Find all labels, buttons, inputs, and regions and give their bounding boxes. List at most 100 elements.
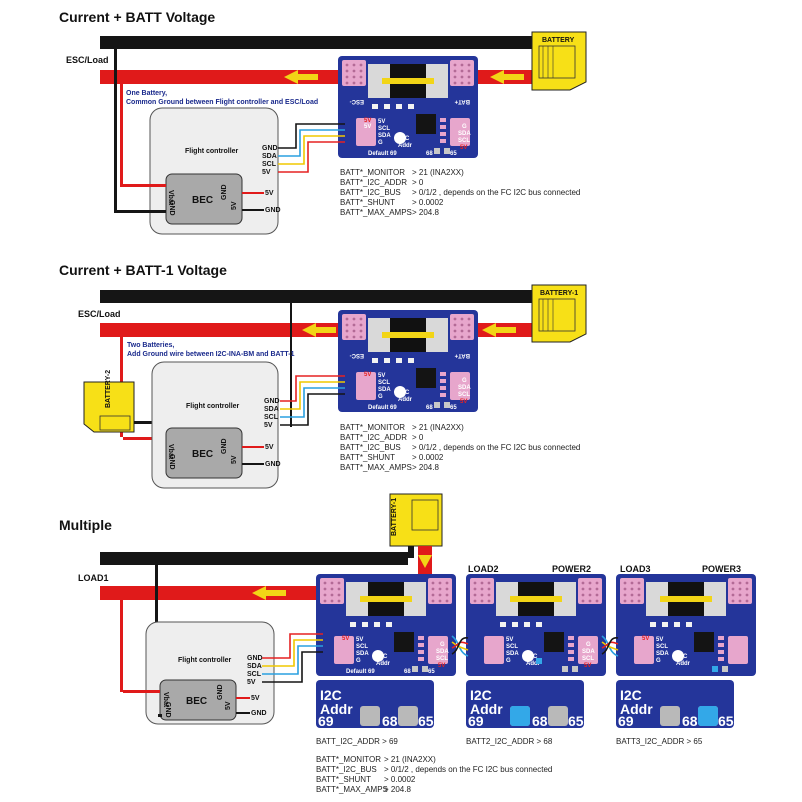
- svg-text:5V: 5V: [656, 637, 663, 643]
- svg-text:Addr: Addr: [398, 397, 413, 403]
- s3-power3-label: POWER3: [702, 564, 741, 574]
- svg-text:BATT*_I2C_ADDR: BATT*_I2C_ADDR: [340, 433, 407, 442]
- s3-fc-label: Flight controller: [178, 657, 232, 664]
- svg-text:BATT*_I2C_ADDR: BATT*_I2C_ADDR: [340, 178, 407, 187]
- svg-text:SCL: SCL: [356, 644, 368, 650]
- svg-text:SCL: SCL: [378, 126, 390, 132]
- svg-text:Addr: Addr: [398, 143, 413, 149]
- svg-text:> 204.8: > 204.8: [412, 208, 439, 217]
- svg-text:5V: 5V: [356, 637, 363, 643]
- svg-text:BATT*_MONITOR: BATT*_MONITOR: [340, 423, 405, 432]
- svg-text:> 21 (INA2XX): > 21 (INA2XX): [384, 755, 436, 764]
- s2-fc-label: Flight controller: [186, 403, 240, 410]
- s1-battery-label: BATTERY: [542, 37, 575, 44]
- s3-load2-label: LOAD2: [468, 564, 499, 574]
- svg-text:Addr: Addr: [676, 661, 691, 667]
- svg-text:G: G: [656, 658, 661, 664]
- svg-text:> 0/1/2 , depends on the FC I2: > 0/1/2 , depends on the FC I2C bus conn…: [384, 765, 552, 774]
- svg-text:Vbat: Vbat: [167, 444, 174, 460]
- s3-pcb-1: 5V 5V SCL SDA G I2C Addr Default 69 68 6…: [316, 574, 456, 676]
- svg-text:5V: 5V: [251, 695, 260, 702]
- s1-fc-pin-5v: 5V: [262, 169, 271, 176]
- svg-text:SCL: SCL: [378, 380, 390, 386]
- svg-text:> 0/1/2 , depends on the FC I2: > 0/1/2 , depends on the FC I2C bus conn…: [412, 443, 580, 452]
- svg-text:SDA: SDA: [458, 385, 471, 391]
- svg-text:> 21 (INA2XX): > 21 (INA2XX): [412, 423, 464, 432]
- s3-addr2: BATT2_I2C_ADDR > 68: [466, 737, 553, 746]
- svg-text:SCL: SCL: [582, 656, 594, 662]
- s3-load1-label: LOAD1: [78, 573, 109, 583]
- svg-text:G: G: [462, 378, 467, 384]
- svg-text:G: G: [440, 642, 445, 648]
- svg-text:SCL: SCL: [506, 644, 518, 650]
- svg-text:65: 65: [428, 669, 435, 675]
- svg-text:5V: 5V: [231, 455, 238, 464]
- svg-text:I2C: I2C: [470, 687, 492, 703]
- s1-fc-pin-gnd: GND: [262, 145, 278, 152]
- svg-text:GND: GND: [168, 200, 175, 216]
- svg-text:> 0: > 0: [412, 178, 424, 187]
- svg-text:69: 69: [318, 713, 334, 729]
- s3-power2-label: POWER2: [552, 564, 591, 574]
- svg-text:> 0.0002: > 0.0002: [384, 775, 416, 784]
- svg-text:GND: GND: [251, 710, 267, 717]
- s3-pcb-3: 5V 5V SCL SDA G I2C Addr: [616, 574, 756, 676]
- svg-text:5V: 5V: [506, 637, 513, 643]
- svg-text:SCL: SCL: [264, 414, 279, 421]
- s1-params: BATT*_MONITOR BATT*_I2C_ADDR BATT*_I2C_B…: [340, 168, 580, 217]
- s2-pcb: 5V 5V SCL SDA G I2C Addr Default 69 68 6…: [338, 310, 478, 412]
- svg-text:BATT*_SHUNT: BATT*_SHUNT: [340, 198, 395, 207]
- svg-text:> 0: > 0: [412, 433, 424, 442]
- svg-text:I2C: I2C: [378, 654, 388, 660]
- svg-text:BATTERY-1: BATTERY-1: [391, 498, 398, 536]
- svg-text:BATT*_I2C_BUS: BATT*_I2C_BUS: [340, 443, 401, 452]
- svg-text:BATT*_I2C_BUS: BATT*_I2C_BUS: [340, 188, 401, 197]
- svg-text:ESC-: ESC-: [350, 352, 364, 358]
- section1-title: Current + BATT Voltage: [59, 9, 215, 25]
- svg-text:Default 69: Default 69: [346, 669, 375, 675]
- s3-addr-zoom-3: I2C Addr 69 68 65: [616, 680, 734, 729]
- svg-text:BATT*_MAX_AMPS: BATT*_MAX_AMPS: [316, 785, 388, 794]
- svg-text:5V: 5V: [460, 399, 467, 405]
- svg-text:BATT*_MAX_AMPS: BATT*_MAX_AMPS: [340, 208, 412, 217]
- svg-text:> 21 (INA2XX): > 21 (INA2XX): [412, 168, 464, 177]
- s1-battery: BATTERY: [531, 31, 587, 91]
- svg-text:5V: 5V: [460, 145, 467, 151]
- s1-note-line2: Common Ground between Flight controller …: [126, 99, 318, 106]
- svg-text:GND: GND: [221, 184, 228, 200]
- svg-text:GND: GND: [265, 461, 281, 468]
- s3-battery-1: BATTERY-1: [389, 493, 443, 547]
- svg-text:BATT*_I2C_BUS: BATT*_I2C_BUS: [316, 765, 377, 774]
- svg-text:5V: 5V: [642, 636, 649, 642]
- svg-text:BATT*_SHUNT: BATT*_SHUNT: [316, 775, 371, 784]
- svg-text:5V: 5V: [378, 373, 385, 379]
- svg-text:BATT*_SHUNT: BATT*_SHUNT: [340, 453, 395, 462]
- svg-text:BEC: BEC: [186, 696, 207, 707]
- s3-addr-zoom-1: I2C Addr 69 68 65: [316, 680, 434, 729]
- svg-text:SDA: SDA: [378, 133, 391, 139]
- svg-text:SDA: SDA: [378, 387, 391, 393]
- svg-text:> 0.0002: > 0.0002: [412, 453, 444, 462]
- section3-title: Multiple: [59, 517, 112, 533]
- svg-text:ESC-: ESC-: [350, 98, 364, 104]
- s3-load3-label: LOAD3: [620, 564, 651, 574]
- svg-text:BATT*_MONITOR: BATT*_MONITOR: [316, 755, 381, 764]
- svg-text:68: 68: [382, 713, 398, 729]
- svg-text:SCL: SCL: [436, 656, 448, 662]
- svg-text:I2C: I2C: [320, 687, 342, 703]
- s1-bec-gnd-pin: GND: [265, 207, 281, 214]
- svg-text:SDA: SDA: [436, 649, 449, 655]
- svg-text:5V: 5V: [438, 663, 445, 669]
- s3-addr3: BATT3_I2C_ADDR > 65: [616, 737, 703, 746]
- svg-text:BEC: BEC: [192, 449, 213, 460]
- svg-text:BAT+: BAT+: [454, 352, 470, 358]
- svg-text:I2C: I2C: [528, 654, 538, 660]
- svg-text:Vbat: Vbat: [162, 692, 169, 708]
- svg-text:65: 65: [718, 713, 734, 729]
- svg-text:G: G: [356, 658, 361, 664]
- svg-text:GND: GND: [217, 684, 224, 700]
- svg-text:Default 69: Default 69: [368, 405, 397, 411]
- svg-text:BAT+: BAT+: [454, 98, 470, 104]
- s1-esc-load-label: ESC/Load: [66, 55, 109, 65]
